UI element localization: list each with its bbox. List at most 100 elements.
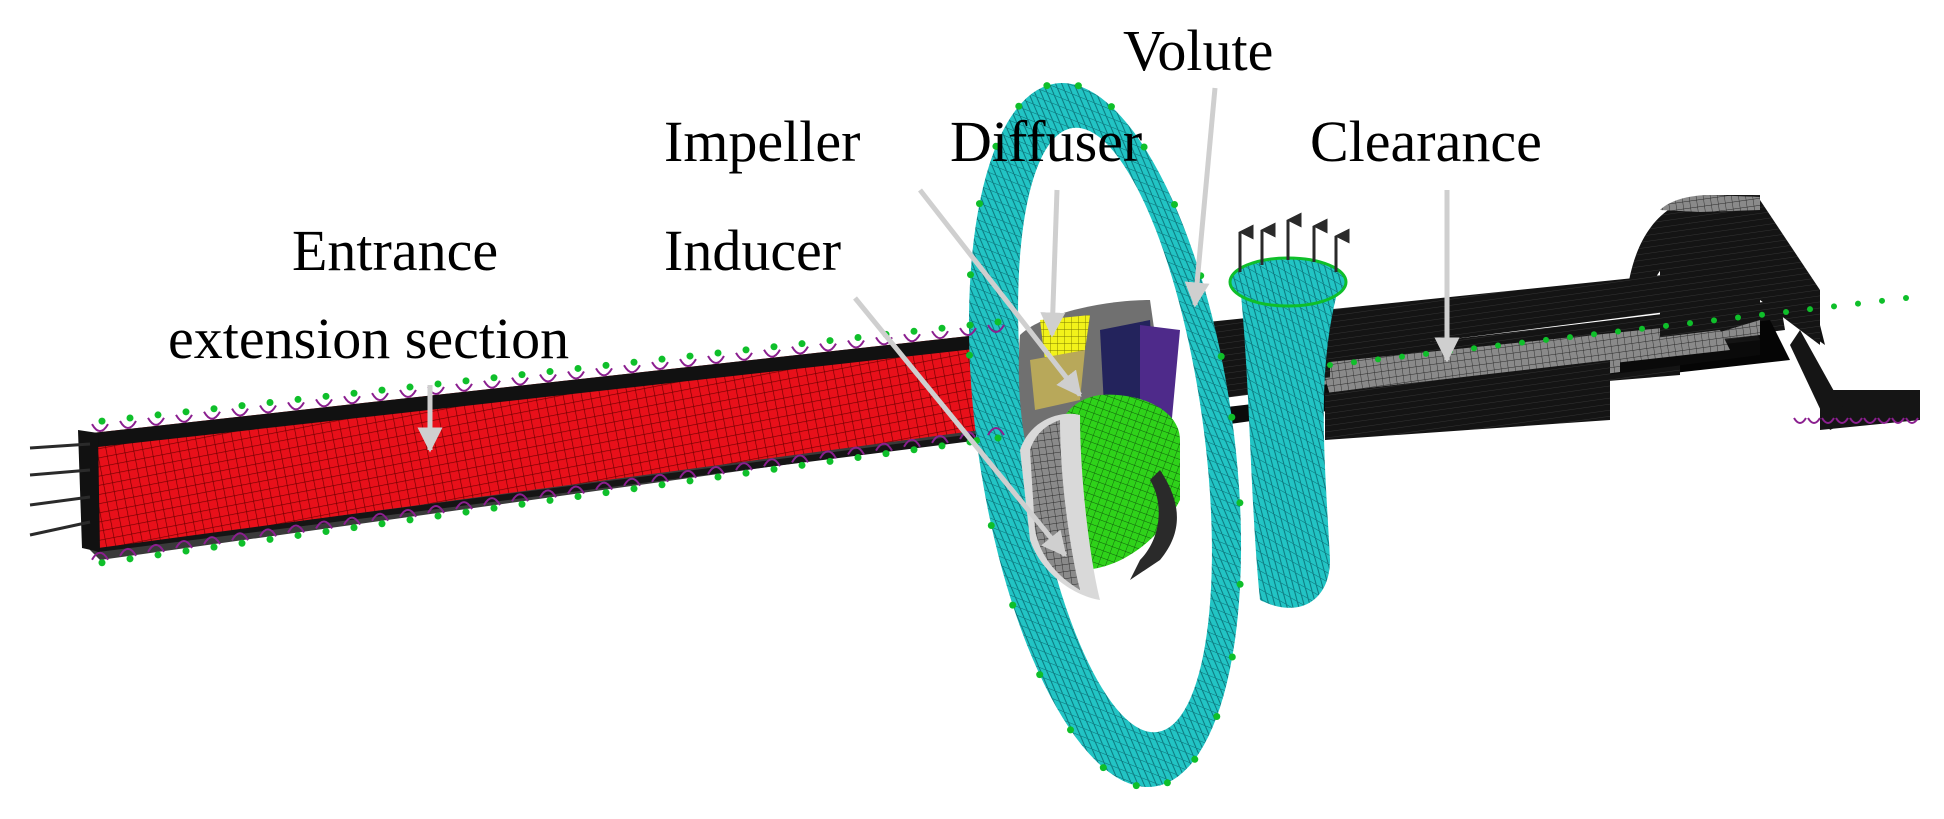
boundary-marker bbox=[1821, 417, 1835, 424]
mesh-node-marker bbox=[1228, 413, 1236, 421]
mesh-node-marker bbox=[826, 337, 834, 345]
mesh-node-marker bbox=[1591, 331, 1597, 338]
mesh-node-marker bbox=[1471, 345, 1477, 352]
mesh-node-marker bbox=[154, 411, 162, 419]
boundary-markers bbox=[91, 82, 1919, 790]
leader-lines bbox=[417, 87, 1460, 557]
mesh-node-marker bbox=[1639, 325, 1645, 332]
boundary-marker bbox=[1807, 417, 1821, 424]
mesh-node-marker bbox=[1759, 311, 1765, 318]
boundary-marker bbox=[1863, 417, 1877, 424]
mesh-node-marker bbox=[938, 324, 946, 332]
mesh-node-marker bbox=[630, 485, 638, 493]
mesh-node-marker bbox=[350, 524, 358, 532]
mesh-node-marker bbox=[434, 380, 442, 388]
mesh-node-marker bbox=[1036, 671, 1044, 679]
mesh-node-marker bbox=[1519, 339, 1525, 346]
boundary-marker bbox=[735, 352, 753, 361]
boundary-marker bbox=[847, 339, 865, 349]
mesh-node-marker bbox=[378, 520, 386, 528]
boundary-marker bbox=[679, 358, 697, 368]
mesh-node-marker bbox=[294, 395, 302, 403]
mesh-node-marker bbox=[742, 469, 750, 477]
boundary-marker bbox=[231, 532, 249, 541]
mesh-node-marker bbox=[1615, 328, 1621, 335]
boundary-marker bbox=[903, 333, 921, 343]
mesh-node-marker bbox=[994, 434, 1002, 442]
mesh-node-marker bbox=[574, 364, 582, 372]
mesh-node-marker bbox=[686, 477, 694, 485]
boundary-marker bbox=[679, 469, 697, 479]
boundary-marker bbox=[763, 349, 781, 358]
mesh-node-marker bbox=[546, 368, 554, 376]
mesh-node-marker bbox=[1495, 342, 1501, 349]
mesh-node-marker bbox=[1543, 336, 1549, 343]
mesh-node-marker bbox=[1140, 143, 1148, 151]
boundary-marker bbox=[707, 355, 725, 364]
mesh-node-marker bbox=[210, 543, 218, 551]
mesh-node-marker bbox=[182, 408, 190, 416]
mesh-node-marker bbox=[1171, 201, 1178, 208]
boundary-marker bbox=[1877, 417, 1891, 424]
mesh-node-marker bbox=[992, 142, 1000, 150]
mesh-node-marker bbox=[434, 512, 442, 520]
boundary-marker bbox=[147, 543, 165, 553]
boundary-marker bbox=[259, 405, 277, 414]
mesh-node-marker bbox=[462, 508, 470, 516]
mesh-node-marker bbox=[798, 340, 806, 348]
boundary-marker bbox=[847, 446, 865, 456]
boundary-marker bbox=[483, 380, 501, 389]
mesh-node-marker bbox=[490, 504, 498, 512]
boundary-marker bbox=[567, 370, 585, 380]
mesh-node-marker bbox=[1107, 103, 1115, 111]
mesh-node-marker bbox=[1735, 314, 1741, 321]
mesh-node-marker bbox=[574, 492, 582, 500]
mesh-node-marker bbox=[1191, 755, 1199, 763]
boundary-marker bbox=[1793, 417, 1807, 424]
boundary-marker bbox=[175, 414, 193, 423]
boundary-marker bbox=[987, 324, 1005, 333]
boundary-marker bbox=[371, 512, 389, 522]
boundary-marker bbox=[595, 481, 613, 491]
boundary-marker bbox=[791, 346, 809, 355]
boundary-marker bbox=[287, 401, 305, 411]
mesh-node-marker bbox=[238, 539, 246, 547]
mesh-node-marker bbox=[378, 386, 386, 394]
boundary-marker bbox=[259, 528, 277, 537]
boundary-marker bbox=[175, 540, 193, 549]
boundary-marker bbox=[231, 408, 249, 417]
mesh-node-marker bbox=[1067, 726, 1074, 734]
boundary-marker bbox=[623, 364, 641, 374]
mesh-node-marker bbox=[294, 531, 302, 539]
mesh-node-marker bbox=[910, 327, 918, 335]
boundary-marker bbox=[1849, 417, 1863, 424]
mesh-node-marker bbox=[1807, 306, 1813, 313]
mesh-node-marker bbox=[322, 528, 330, 536]
boundary-marker bbox=[343, 516, 361, 526]
boundary-marker bbox=[427, 504, 445, 514]
impeller-assembly-mesh bbox=[1018, 300, 1180, 600]
mesh-node-marker bbox=[518, 371, 526, 379]
boundary-marker bbox=[623, 477, 641, 487]
boundary-marker bbox=[707, 466, 725, 475]
mesh-node-marker bbox=[798, 461, 806, 469]
mesh-node-marker bbox=[126, 414, 134, 422]
mesh-node-marker bbox=[546, 496, 554, 504]
mesh-node-marker bbox=[1399, 353, 1405, 360]
boundary-marker bbox=[315, 520, 333, 530]
mesh-node-marker bbox=[406, 383, 414, 391]
mesh-node-marker bbox=[1783, 308, 1789, 315]
boundary-marker bbox=[931, 330, 949, 340]
mesh-node-marker bbox=[98, 559, 106, 567]
mesh-node-marker bbox=[1663, 322, 1669, 329]
mesh-node-marker bbox=[882, 450, 890, 458]
mesh-node-marker bbox=[658, 355, 666, 363]
mesh-node-marker bbox=[1903, 295, 1909, 302]
mesh-node-marker bbox=[770, 465, 778, 473]
mesh-node-marker bbox=[1074, 82, 1082, 90]
mesh-node-marker bbox=[966, 321, 974, 329]
mesh-node-marker bbox=[1351, 359, 1357, 366]
mesh-node-marker bbox=[126, 555, 134, 563]
mesh-node-marker bbox=[1015, 102, 1023, 110]
mesh-node-marker bbox=[1687, 320, 1693, 327]
